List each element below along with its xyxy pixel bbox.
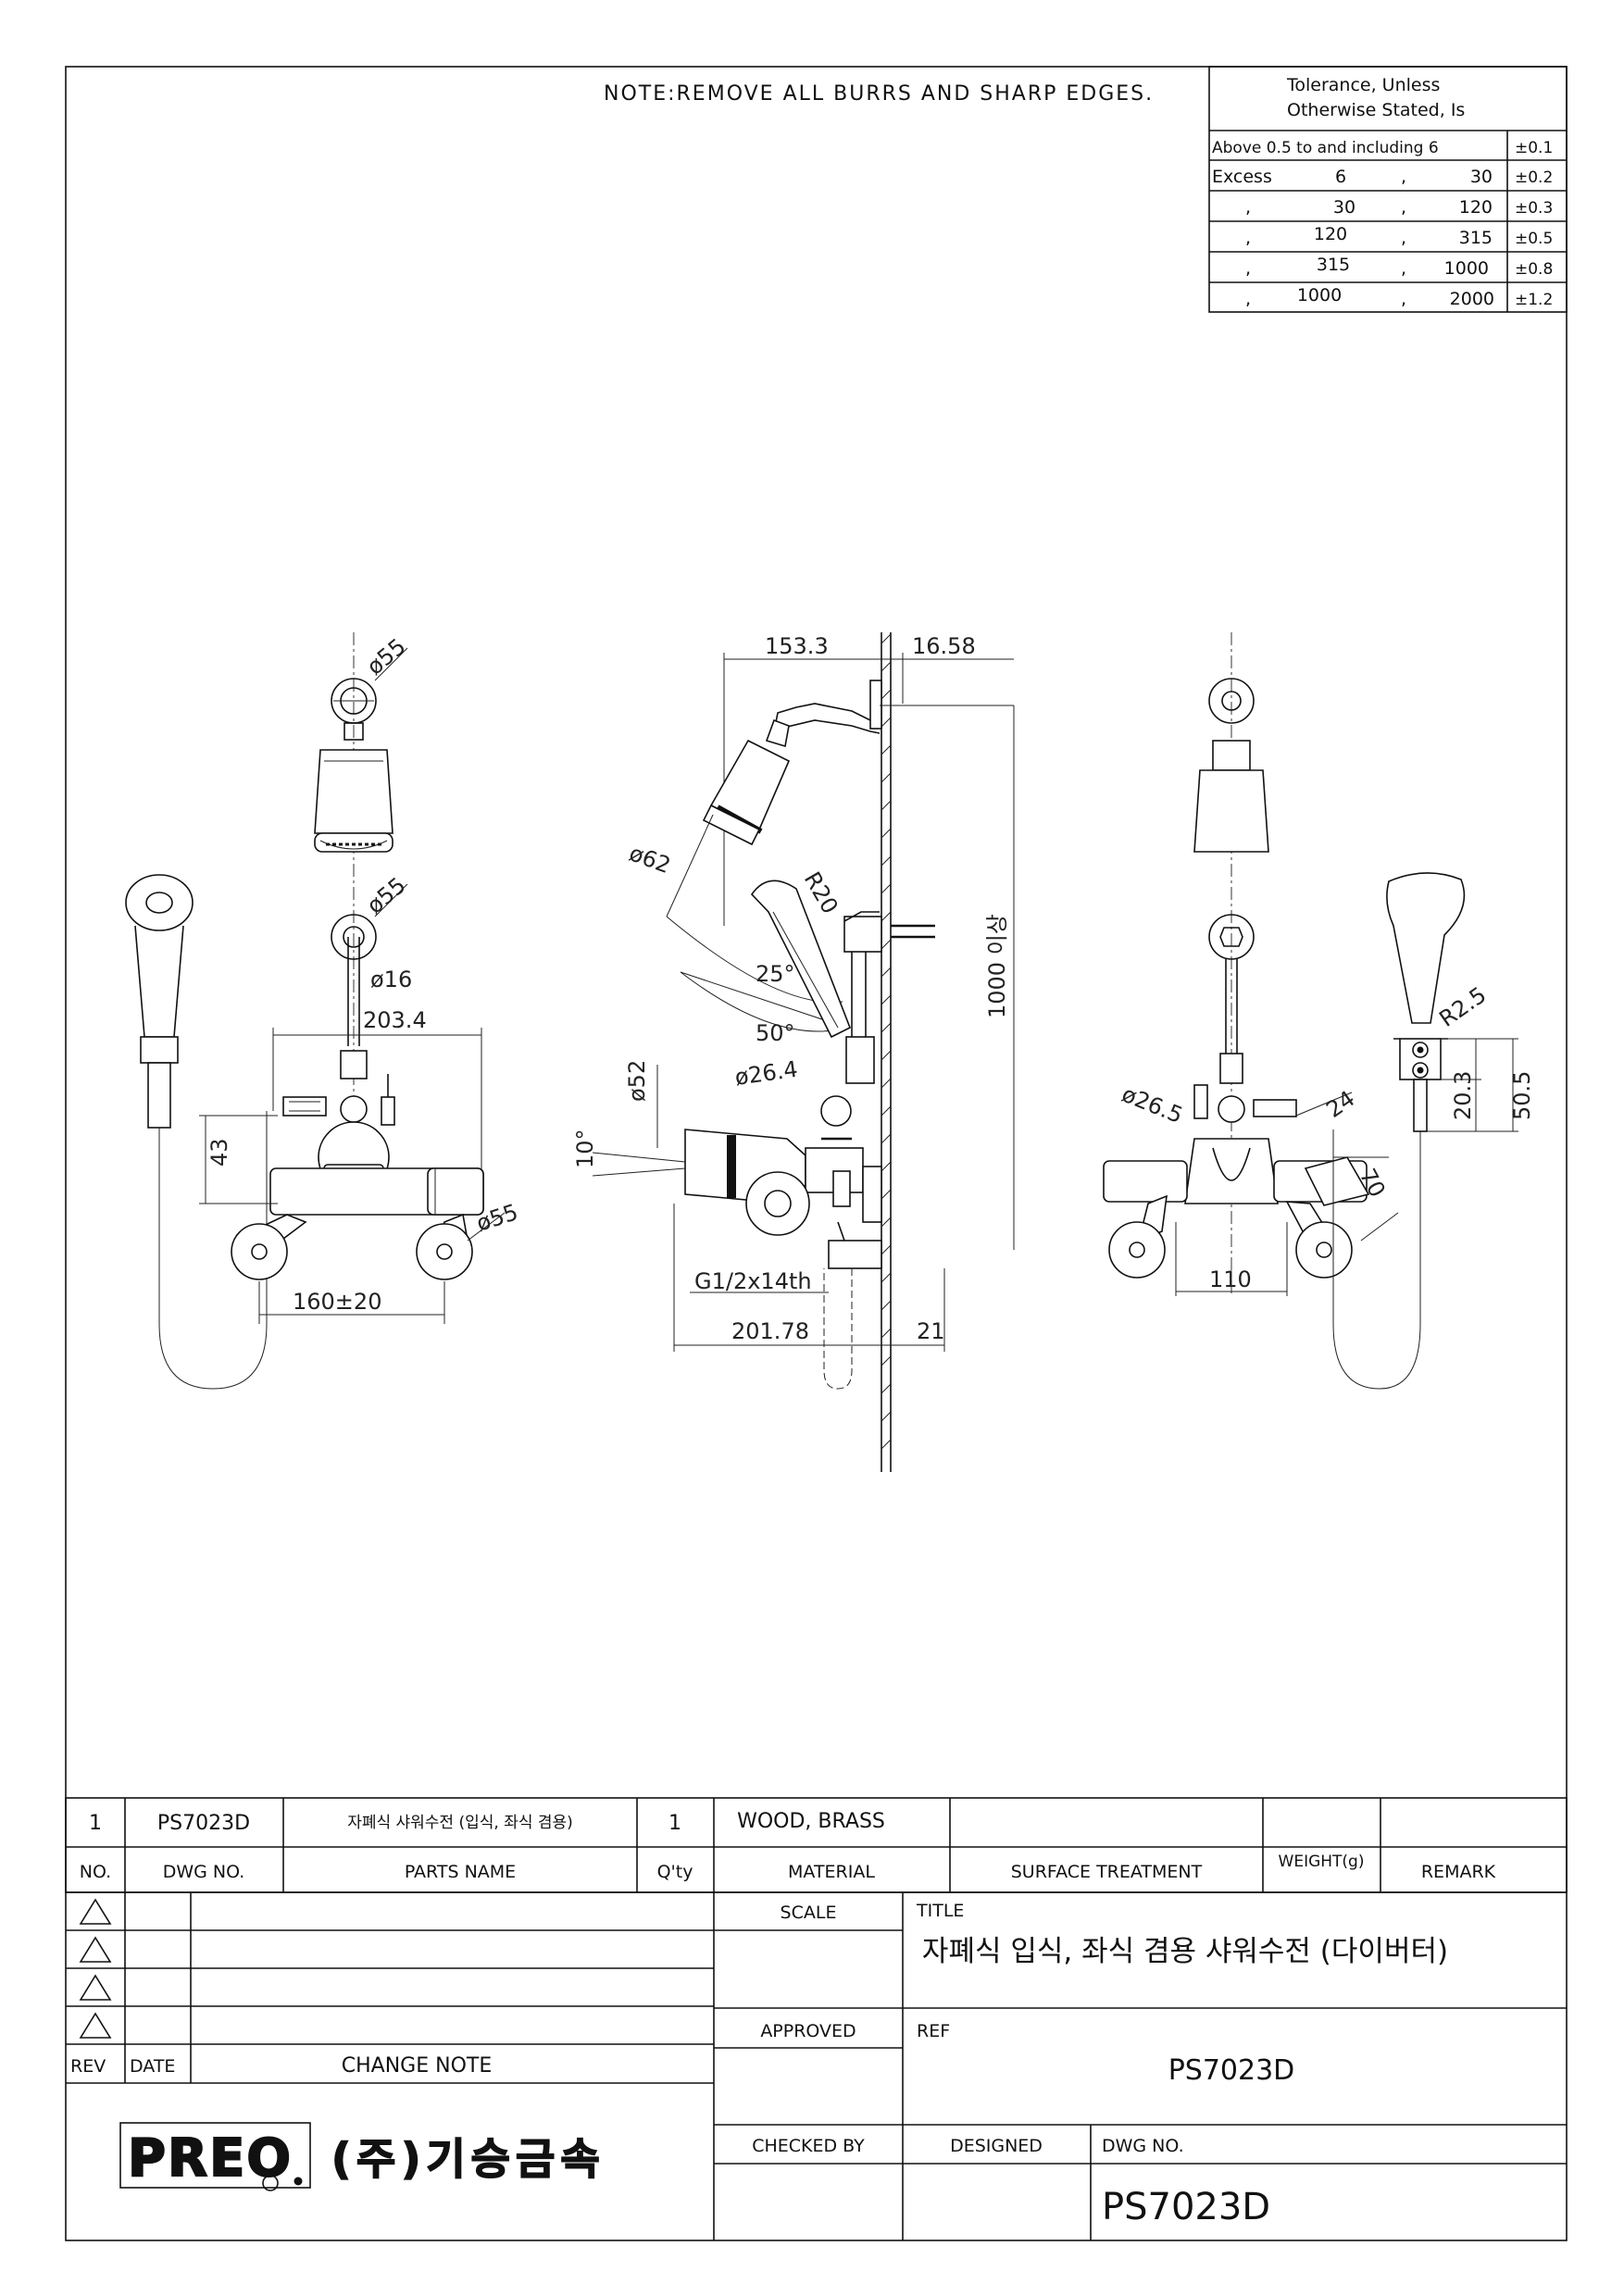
tol-row-2-c: , xyxy=(1401,167,1406,187)
tol-row-5-tol: ±0.8 xyxy=(1515,260,1553,279)
rev-triangle-3 xyxy=(79,1974,112,2001)
side-dim-phi52: ø52 xyxy=(624,1060,650,1102)
bom-qty: 1 xyxy=(668,1812,681,1835)
tol-row-3-b: 30 xyxy=(1333,197,1355,218)
tol-row-3-tol: ±0.3 xyxy=(1515,199,1553,218)
hdr-material: MATERIAL xyxy=(788,1862,875,1882)
rear-view: ø26.5 24 70 110 xyxy=(1103,632,1535,1390)
hdr-parts-name: PARTS NAME xyxy=(405,1862,516,1882)
ref-value: PS7023D xyxy=(1168,2054,1295,2087)
front-dim-phi55-top: ø55 xyxy=(362,633,411,680)
rev-label: REV xyxy=(70,2056,106,2077)
tol-row-1-a: Above 0.5 to and including 6 xyxy=(1212,139,1439,157)
rear-dim-20-3: 20.3 xyxy=(1450,1071,1476,1120)
front-dim-phi16: ø16 xyxy=(370,967,412,992)
front-dim-160: 160±20 xyxy=(293,1289,381,1315)
side-dim-phi62: ø62 xyxy=(626,840,674,879)
side-dim-g12: G1/2x14th xyxy=(694,1268,812,1294)
side-dim-25deg: 25° xyxy=(756,961,795,987)
tolerance-title-1: Tolerance, Unless xyxy=(1286,75,1440,95)
dwg-no-label: DWG NO. xyxy=(1102,2136,1184,2156)
tol-row-2-tol: ±0.2 xyxy=(1515,168,1553,187)
tolerance-title-2: Otherwise Stated, Is xyxy=(1287,100,1465,120)
side-dim-21: 21 xyxy=(917,1318,945,1344)
rev-date-label: DATE xyxy=(130,2056,175,2077)
tol-row-3-d: 120 xyxy=(1459,197,1493,218)
sheet-border xyxy=(65,66,1568,2241)
revision-table: REV DATE CHANGE NOTE xyxy=(66,1892,715,2240)
bom-dwg-no: PS7023D xyxy=(157,1812,250,1835)
drawing-title: 자폐식 입식, 좌식 겸용 샤워수전 (다이버터) xyxy=(922,1935,1448,1968)
tol-row-6-a: , xyxy=(1245,289,1251,309)
rear-dim-24: 24 xyxy=(1321,1085,1359,1122)
front-dim-phi55-mid: ø55 xyxy=(362,872,411,919)
side-dim-16-58: 16.58 xyxy=(912,633,976,659)
note-text: NOTE:REMOVE ALL BURRS AND SHARP EDGES. xyxy=(604,82,1154,106)
hdr-remark: REMARK xyxy=(1421,1862,1496,1882)
tol-row-4-tol: ±0.5 xyxy=(1515,230,1553,248)
front-dim-43: 43 xyxy=(206,1138,232,1167)
rev-triangle-2 xyxy=(79,1936,112,1963)
tol-row-5-a: , xyxy=(1245,258,1251,279)
tol-row-5-d: 1000 xyxy=(1444,258,1489,279)
bom-parts-name: 자폐식 샤워수전 (입식, 좌식 겸용) xyxy=(347,1814,573,1832)
front-dim-203-4: 203.4 xyxy=(363,1007,427,1033)
side-dim-1000: 1000 이상 xyxy=(984,914,1010,1018)
hdr-no: NO. xyxy=(80,1862,111,1882)
tol-row-2-d: 30 xyxy=(1470,167,1493,187)
side-view: 153.3 16.58 ø62 25° 50° R20 1000 이상 xyxy=(572,632,1015,1472)
tolerance-table: Tolerance, Unless Otherwise Stated, Is A… xyxy=(1208,66,1568,313)
front-view: ø55 ø55 ø16 203.4 xyxy=(125,632,521,1390)
side-dim-201-78: 201.78 xyxy=(731,1318,809,1344)
rear-dim-r2-5: R2.5 xyxy=(1434,982,1491,1032)
tol-row-3-a: , xyxy=(1245,197,1251,218)
approved-label: APPROVED xyxy=(760,2021,856,2041)
tol-row-6-c: , xyxy=(1401,289,1406,309)
title-block: SCALE TITLE 자폐식 입식, 좌식 겸용 샤워수전 (다이버터) AP… xyxy=(714,1892,1567,2240)
hdr-dwg-no: DWG NO. xyxy=(163,1862,245,1882)
tol-row-1-tol: ±0.1 xyxy=(1515,139,1553,157)
side-dim-153-3: 153.3 xyxy=(765,633,829,659)
tol-row-3-c: , xyxy=(1401,197,1406,218)
tol-row-4-c: , xyxy=(1401,228,1406,248)
rev-triangle-1 xyxy=(79,1898,112,1925)
bom-table: 1 PS7023D 자폐식 샤워수전 (입식, 좌식 겸용) 1 WOOD, B… xyxy=(65,1797,1568,1893)
tol-row-2-a: Excess xyxy=(1212,167,1272,187)
rear-dim-50-5: 50.5 xyxy=(1509,1071,1535,1120)
rev-change-note-label: CHANGE NOTE xyxy=(342,2054,492,2078)
hdr-surface: SURFACE TREATMENT xyxy=(1011,1862,1203,1882)
tol-row-4-d: 315 xyxy=(1459,228,1493,248)
ref-label: REF xyxy=(917,2021,950,2041)
company-logo-box xyxy=(119,2122,311,2189)
tol-row-6-b: 1000 xyxy=(1297,285,1342,306)
rear-dim-110: 110 xyxy=(1209,1267,1252,1292)
tol-row-4-a: , xyxy=(1245,228,1251,248)
tol-row-6-d: 2000 xyxy=(1450,289,1494,309)
tol-row-6-tol: ±1.2 xyxy=(1515,291,1553,309)
side-dim-50deg: 50° xyxy=(756,1020,795,1046)
tol-row-5-c: , xyxy=(1401,258,1406,279)
bom-material: WOOD, BRASS xyxy=(737,1810,885,1833)
tol-row-5-b: 315 xyxy=(1317,255,1350,275)
company-block: PREO (주)기승금속 xyxy=(119,2122,606,2191)
dwg-no-value: PS7023D xyxy=(1102,2186,1270,2228)
scale-label: SCALE xyxy=(781,1903,837,1923)
company-name: (주)기승금속 xyxy=(331,2134,606,2184)
rev-triangle-4 xyxy=(79,2012,112,2039)
designed-label: DESIGNED xyxy=(950,2136,1043,2156)
company-logo: PREO xyxy=(128,2128,293,2189)
tol-row-2-b: 6 xyxy=(1335,167,1346,187)
hdr-weight: WEIGHT(g) xyxy=(1279,1853,1365,1871)
side-dim-10deg: 10° xyxy=(572,1129,598,1168)
side-dim-phi26-4: ø26.4 xyxy=(733,1056,799,1091)
hdr-qty: Q'ty xyxy=(657,1862,693,1882)
checked-by-label: CHECKED BY xyxy=(752,2136,865,2156)
bom-no: 1 xyxy=(89,1812,102,1835)
title-label: TITLE xyxy=(916,1901,964,1921)
rear-dim-phi26-5: ø26.5 xyxy=(1118,1081,1187,1129)
wall-hatch xyxy=(881,633,892,1450)
tol-row-4-b: 120 xyxy=(1314,224,1347,244)
